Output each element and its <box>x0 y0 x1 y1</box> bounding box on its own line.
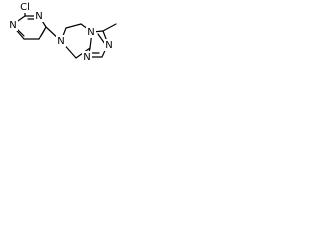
label-mask <box>34 10 44 22</box>
triazole-nitrogen-label: N <box>105 40 112 51</box>
triazole-nitrogen-label: N <box>83 52 90 63</box>
bond-methyl <box>102 23 117 32</box>
structure-canvas: Cl N N N N N N <box>0 0 145 79</box>
pyrimidine-nitrogen-label: N <box>35 11 42 22</box>
bond <box>65 23 82 29</box>
chlorine-label: Cl <box>20 2 30 13</box>
label-mask <box>86 26 96 38</box>
label-mask <box>8 19 18 31</box>
pyrimidine-nitrogen-label: N <box>9 20 16 31</box>
label-mask <box>16 1 33 13</box>
piperazine-nitrogen-label: N <box>57 36 64 47</box>
label-mask <box>56 35 66 47</box>
label-mask <box>82 51 92 63</box>
double-bond <box>40 28 46 37</box>
chemical-structure-diagram: Cl N N N N N N <box>8 1 117 63</box>
triazole-nitrogen-label: N <box>87 27 94 38</box>
label-mask <box>104 39 114 51</box>
double-bond <box>97 33 106 45</box>
